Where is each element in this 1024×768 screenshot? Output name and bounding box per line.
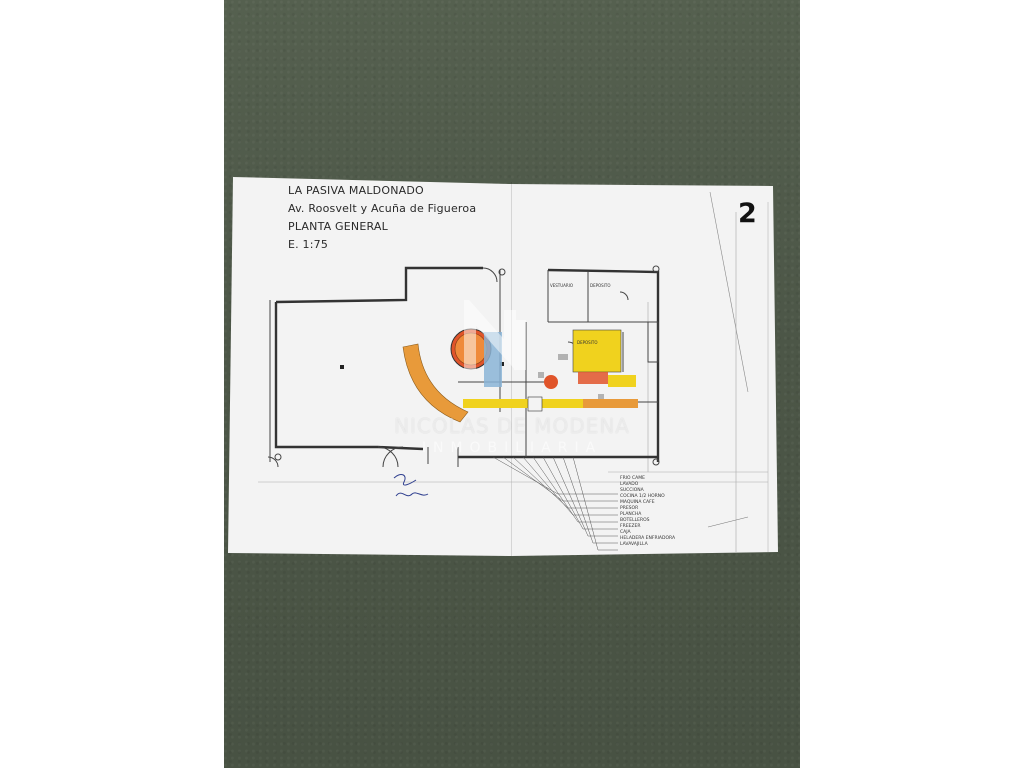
legend-item: BOTELLEROS [620,518,650,523]
plan-scale: E. 1:75 [288,238,329,251]
legend-item: MAQUINA CAFE [620,500,655,505]
watermark-line-1: NICOLAS DE MODENA [394,414,630,438]
room-label: VESTUARIO [550,283,574,288]
plan-title-project: LA PASIVA MALDONADO [288,184,424,197]
paper-fold [511,182,512,556]
watermark-line-2: INMOBILIARIA [421,440,603,456]
legend-item: FRIO CAME [620,476,645,481]
legend-item: PLANCHA [620,512,642,517]
plan-title-type: PLANTA GENERAL [288,220,388,233]
plan-title-address: Av. Roosvelt y Acuña de Figueroa [288,202,477,215]
room-label: DEPOSITO [590,283,611,288]
signature [393,474,429,497]
floor-plan-drawing [258,191,769,552]
paper [228,177,778,556]
watermark-logo-icon [464,300,526,371]
legend-item: HELADERA ENFRIADORA [620,536,676,541]
room-label: DEPOSITO [577,340,598,345]
sheet-number: 2 [738,198,757,229]
legend-item: LAVAVAJILLA [620,542,648,547]
legend-item: COCINA 1/2 HORNO [620,494,665,499]
legend-item: SUCCIONA [620,488,644,493]
legend-item: LAVADO [620,482,639,487]
legend-item: CAJA [620,530,631,535]
legend-item: FREEZER [620,524,641,529]
legend-item: PRESOR [620,506,639,511]
floor-plan-sheet: LA PASIVA MALDONADO Av. Roosvelt y Acuña… [228,172,780,558]
